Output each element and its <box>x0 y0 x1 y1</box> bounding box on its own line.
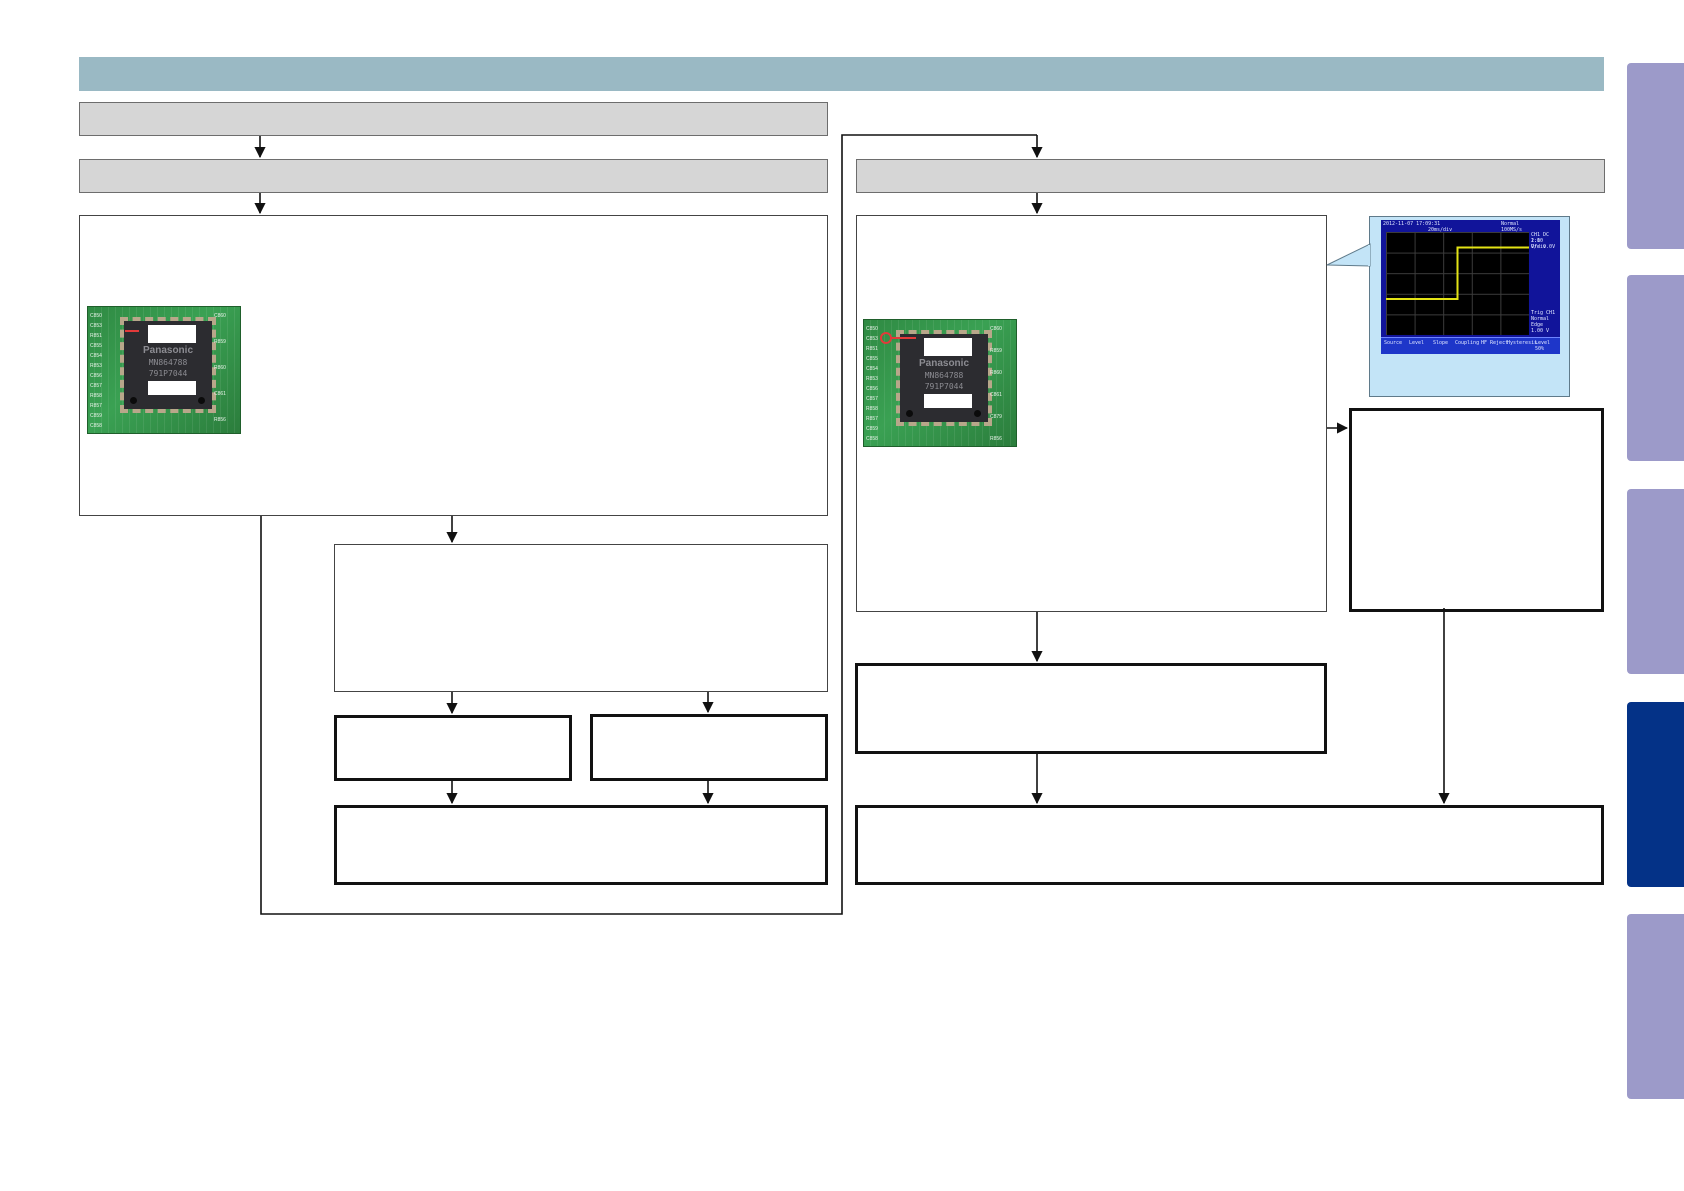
ic-chip: Panasonic MN864788 791P7044 <box>900 334 988 422</box>
designator: R859 <box>990 348 1002 354</box>
left-check-box: Panasonic MN864788 791P7044 C850 C853 R8… <box>79 215 828 516</box>
designator: R856 <box>990 436 1002 442</box>
scope-side-text: Ofs 0.0V <box>1531 244 1555 250</box>
scope-softkey: Level <box>1409 340 1424 346</box>
left-step-bar-1 <box>79 102 828 136</box>
designator: R853 <box>866 376 878 382</box>
designator: C855 <box>866 356 878 362</box>
designator: C856 <box>866 386 878 392</box>
designator: R857 <box>90 403 102 409</box>
component-designators: C850 C853 R851 C855 C854 R853 C856 C857 … <box>866 322 896 446</box>
ic-chip: Panasonic MN864788 791P7044 <box>124 321 212 409</box>
oscilloscope-callout: 2012-11-07 17:09:31 Normal 100MS/s 20ms/… <box>1369 216 1570 397</box>
scope-side-panel: CH1 DC 1:1 2.00 V/div Ofs 0.0V Trig CH1 … <box>1531 232 1559 335</box>
left-sub-check-box <box>334 544 828 692</box>
chip-lot-text: 791P7044 <box>900 382 988 391</box>
left-step-bar-2 <box>79 159 828 193</box>
scope-graticule <box>1386 232 1529 335</box>
pcb-photo-left: Panasonic MN864788 791P7044 C850 C853 R8… <box>87 306 241 434</box>
right-side-result-box <box>1349 408 1604 612</box>
chip-label-sticker <box>148 325 196 343</box>
oscilloscope-screen: 2012-11-07 17:09:31 Normal 100MS/s 20ms/… <box>1381 220 1560 354</box>
designator: R851 <box>866 346 878 352</box>
designator: R858 <box>90 393 102 399</box>
right-step-bar <box>856 159 1605 193</box>
side-nav-tab-3[interactable] <box>1627 489 1684 674</box>
scope-softkey: Slope <box>1433 340 1448 346</box>
designator: R858 <box>866 406 878 412</box>
chip-lot-text: 791P7044 <box>124 369 212 378</box>
chip-dot <box>130 397 137 404</box>
left-final-box <box>334 805 828 885</box>
designator: R860 <box>214 365 226 371</box>
designator: C859 <box>90 413 102 419</box>
designator: R856 <box>214 417 226 423</box>
designator: C861 <box>214 391 226 397</box>
page-title-bar <box>79 57 1604 91</box>
designator: C850 <box>90 313 102 319</box>
designator: R860 <box>990 370 1002 376</box>
designator: C855 <box>90 343 102 349</box>
designator: C857 <box>866 396 878 402</box>
side-nav-tab-1[interactable] <box>1627 63 1684 249</box>
scope-softkey: Hysteresis <box>1507 340 1537 346</box>
pcb-photo-right: Panasonic MN864788 791P7044 C850 C853 R8… <box>863 319 1017 447</box>
component-designators: C850 C853 R851 C855 C854 R853 C856 C857 … <box>90 309 120 433</box>
designator: C858 <box>866 436 878 442</box>
left-result-box-b <box>590 714 828 781</box>
chip-label-sticker <box>924 338 972 356</box>
right-check-box: Panasonic MN864788 791P7044 C850 C853 R8… <box>856 215 1327 612</box>
designator: C853 <box>90 323 102 329</box>
side-nav-tab-4-active[interactable] <box>1627 702 1684 887</box>
chip-model-text: MN864788 <box>900 371 988 380</box>
chip-dot <box>198 397 205 404</box>
left-result-box-a <box>334 715 572 781</box>
scope-softkey: Coupling <box>1455 340 1479 346</box>
side-nav-tab-5[interactable] <box>1627 914 1684 1099</box>
pin-marker-line <box>125 330 139 332</box>
right-final-box <box>855 805 1604 885</box>
chip-brand-text: Panasonic <box>124 345 212 356</box>
scope-softkey: HF Reject <box>1481 340 1508 346</box>
chip-model-text: MN864788 <box>124 358 212 367</box>
scope-waveform <box>1386 232 1529 335</box>
chip-dot <box>974 410 981 417</box>
designator: C860 <box>990 326 1002 332</box>
chip-label-sticker-2 <box>148 381 196 395</box>
designator: R859 <box>214 339 226 345</box>
designator: C850 <box>866 326 878 332</box>
scope-trace-line <box>1386 247 1529 299</box>
chip-brand-text: Panasonic <box>900 358 988 369</box>
chip-label-sticker-2 <box>924 394 972 408</box>
chip-dot <box>906 410 913 417</box>
scope-softkey: Level 50% <box>1535 340 1560 352</box>
designator: C856 <box>90 373 102 379</box>
designator: C860 <box>214 313 226 319</box>
right-result-box <box>855 663 1327 754</box>
designator: R851 <box>90 333 102 339</box>
side-nav-tab-2[interactable] <box>1627 275 1684 461</box>
scope-softkey-bar: Source Level Slope Coupling HF Reject Hy… <box>1381 337 1560 354</box>
designator: C857 <box>90 383 102 389</box>
designator: R853 <box>90 363 102 369</box>
designator: R857 <box>866 416 878 422</box>
designator: C854 <box>866 366 878 372</box>
designator: C859 <box>866 426 878 432</box>
component-designators-right: C860 R859 R860 C861 R856 <box>214 309 241 433</box>
designator: C879 <box>990 414 1002 420</box>
component-designators-right: C860 R859 R860 C861 C879 R856 <box>990 322 1017 446</box>
designator: C854 <box>90 353 102 359</box>
scope-side-text: 1.00 V <box>1531 328 1549 334</box>
scope-softkey: Source <box>1384 340 1402 346</box>
designator: C858 <box>90 423 102 429</box>
designator: C853 <box>866 336 878 342</box>
callout-pointer <box>1327 244 1370 266</box>
designator: C861 <box>990 392 1002 398</box>
